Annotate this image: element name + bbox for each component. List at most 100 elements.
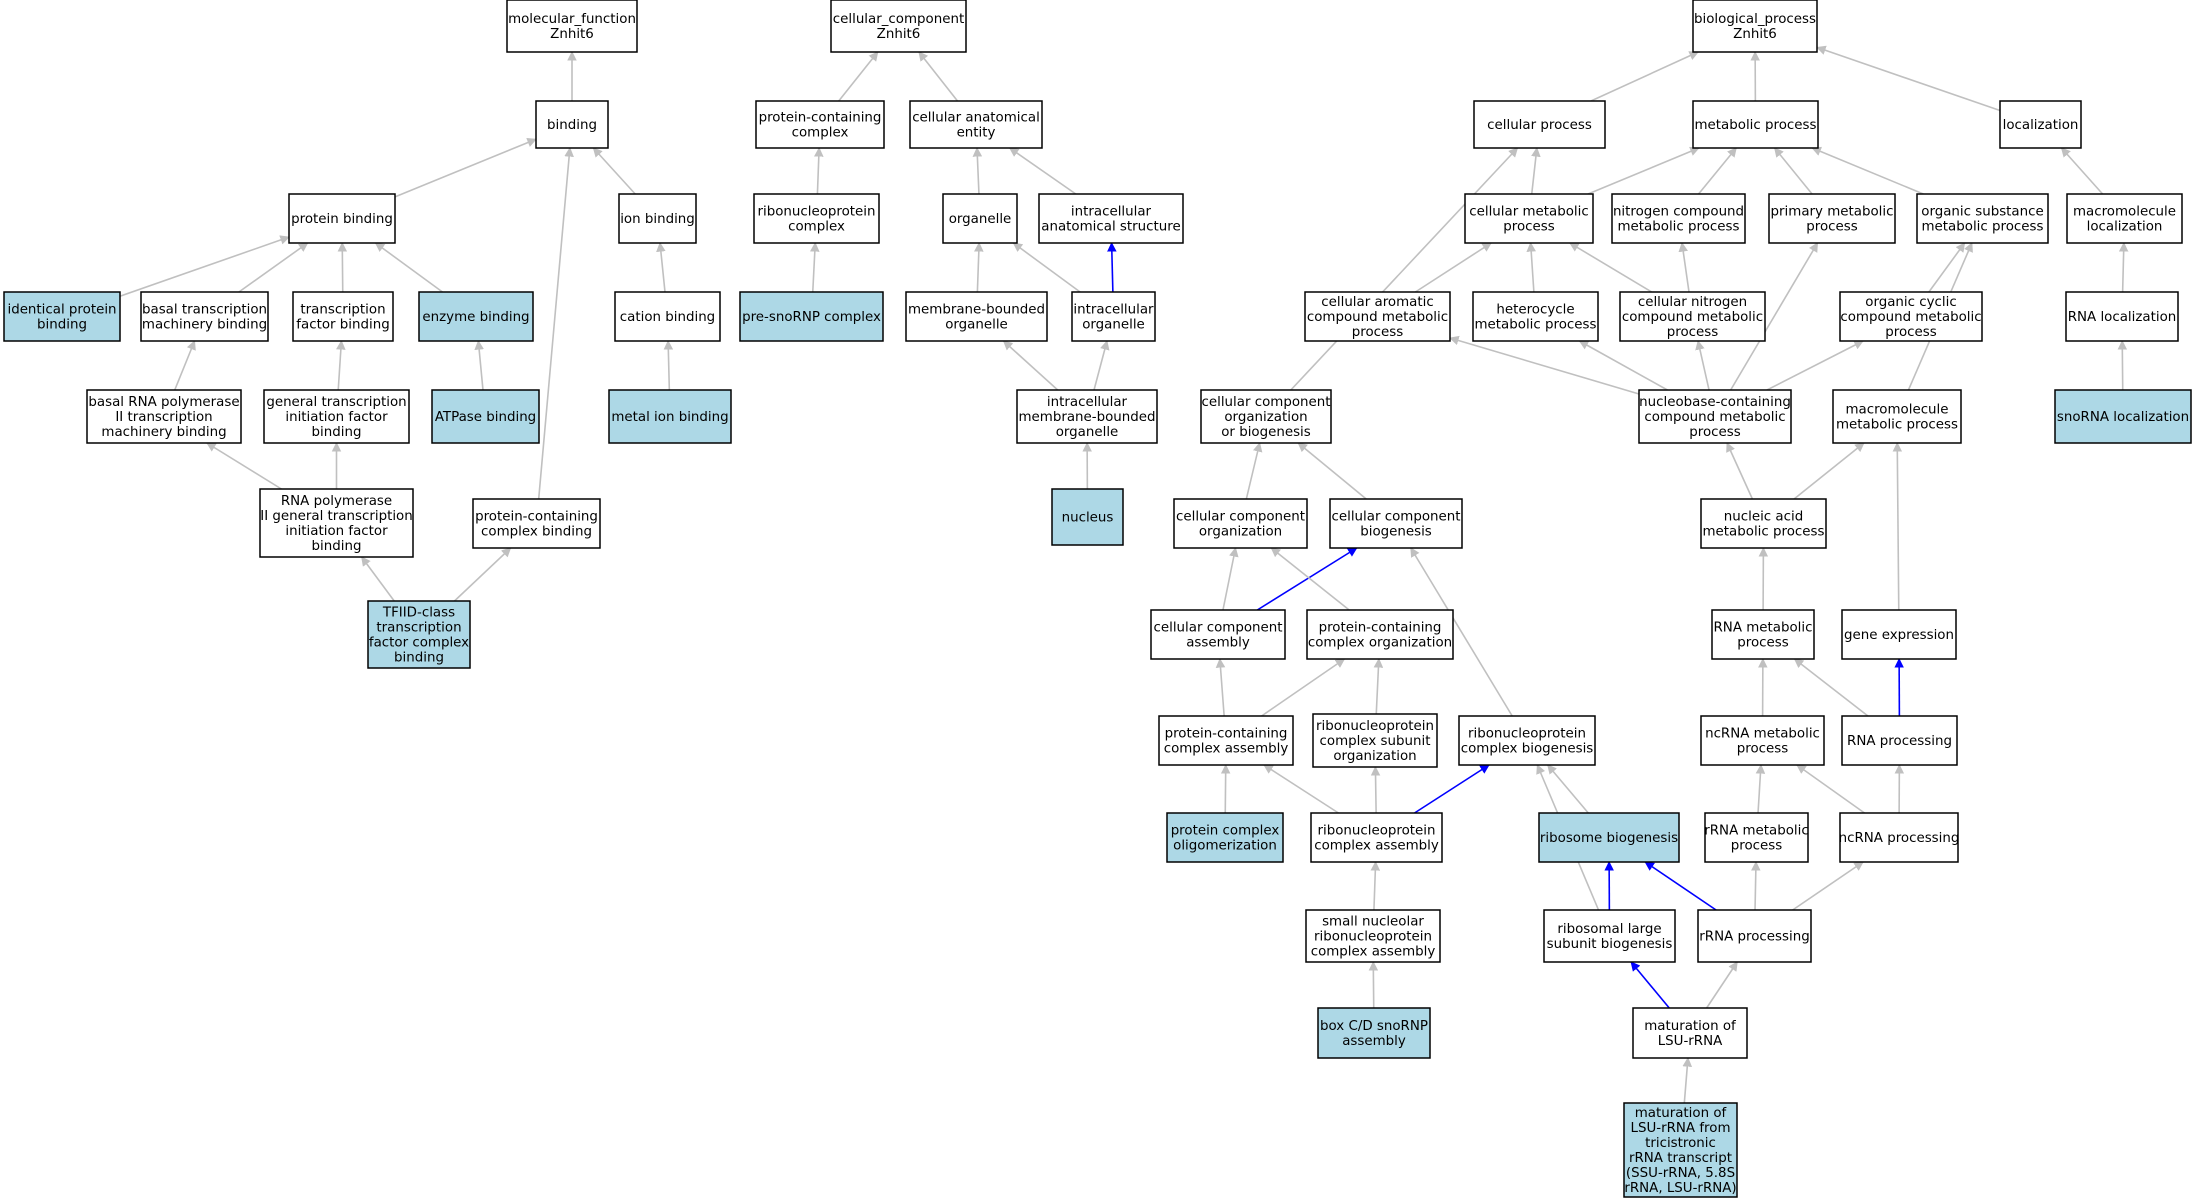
node-localization[interactable]: localization <box>1999 100 2082 149</box>
edge <box>394 138 537 198</box>
node-protein-binding[interactable]: protein binding <box>288 193 396 244</box>
node-label-line: metabolic process <box>1695 118 1817 133</box>
node-met-proc[interactable]: metabolic process <box>1692 100 1819 149</box>
node-snorna-loc[interactable]: snoRNA localization <box>2054 389 2192 444</box>
node-box <box>1473 100 1606 149</box>
node-label-line: complex assembly <box>1164 742 1289 757</box>
node-label-line: oligomerization <box>1173 839 1277 854</box>
node-rrna-proc[interactable]: rRNA processing <box>1697 909 1812 963</box>
node-cation-binding[interactable]: cation binding <box>614 291 721 342</box>
node-cell-proc[interactable]: cellular process <box>1473 100 1606 149</box>
node-ncrna-proc[interactable]: ncRNA processing <box>1839 812 1960 863</box>
edge <box>206 442 282 490</box>
node-box <box>755 100 885 149</box>
edge <box>1222 547 1239 611</box>
node-label-line: small nucleolar <box>1322 915 1424 930</box>
node-label-line: organelle <box>945 318 1008 333</box>
node-box <box>1016 389 1158 444</box>
node-snornp-assembly[interactable]: small nucleolarribonucleoproteincomplex … <box>1305 909 1441 963</box>
node-organelle[interactable]: organelle <box>942 193 1018 244</box>
node-box <box>1304 291 1451 342</box>
node-pre-snornp[interactable]: pre-snoRNP complex <box>739 291 884 342</box>
edge-localization-to-bp_root <box>1816 45 2001 112</box>
node-box <box>2065 291 2179 342</box>
node-ribo-bio[interactable]: ribosome biogenesis <box>1538 812 1680 863</box>
node-box <box>1700 715 1825 766</box>
node-label-line: organelle <box>949 212 1012 227</box>
node-gene-expr[interactable]: gene expression <box>1841 609 1957 660</box>
node-label-line: box C/D snoRNP <box>1320 1019 1428 1034</box>
node-ion-binding[interactable]: ion binding <box>618 193 697 244</box>
node-atpase-binding[interactable]: ATPase binding <box>431 389 540 444</box>
edge-pc_org-to-cc_org <box>1270 547 1350 611</box>
edge <box>238 242 309 293</box>
edge-rnp_bio-to-cc_bio <box>1410 547 1513 717</box>
edge <box>1373 658 1384 715</box>
node-box <box>1173 498 1308 549</box>
edge-lsu_mat-to-ribo_large <box>1630 961 1670 1009</box>
node-label-line: tricistronic <box>1645 1136 1716 1151</box>
node-rna-proc[interactable]: RNA processing <box>1841 715 1958 766</box>
node-label-line: nucleic acid <box>1724 510 1803 525</box>
node-label-line: nucleus <box>1062 511 1114 526</box>
edge-nucleobase-to-hetero_met <box>1578 340 1668 391</box>
node-rna-loc[interactable]: RNA localization <box>2065 291 2179 342</box>
node-metal-ion-binding[interactable]: metal ion binding <box>608 389 732 444</box>
edge-nucleobase-to-prim_met <box>1729 242 1819 391</box>
edge <box>1215 658 1226 717</box>
node-nucleus[interactable]: nucleus <box>1051 488 1124 546</box>
node-enzyme-binding[interactable]: enzyme binding <box>418 291 534 342</box>
edge <box>1256 547 1358 611</box>
edge-org_sub_met-to-met_proc <box>1811 146 1924 195</box>
node-binding[interactable]: binding <box>535 100 609 149</box>
